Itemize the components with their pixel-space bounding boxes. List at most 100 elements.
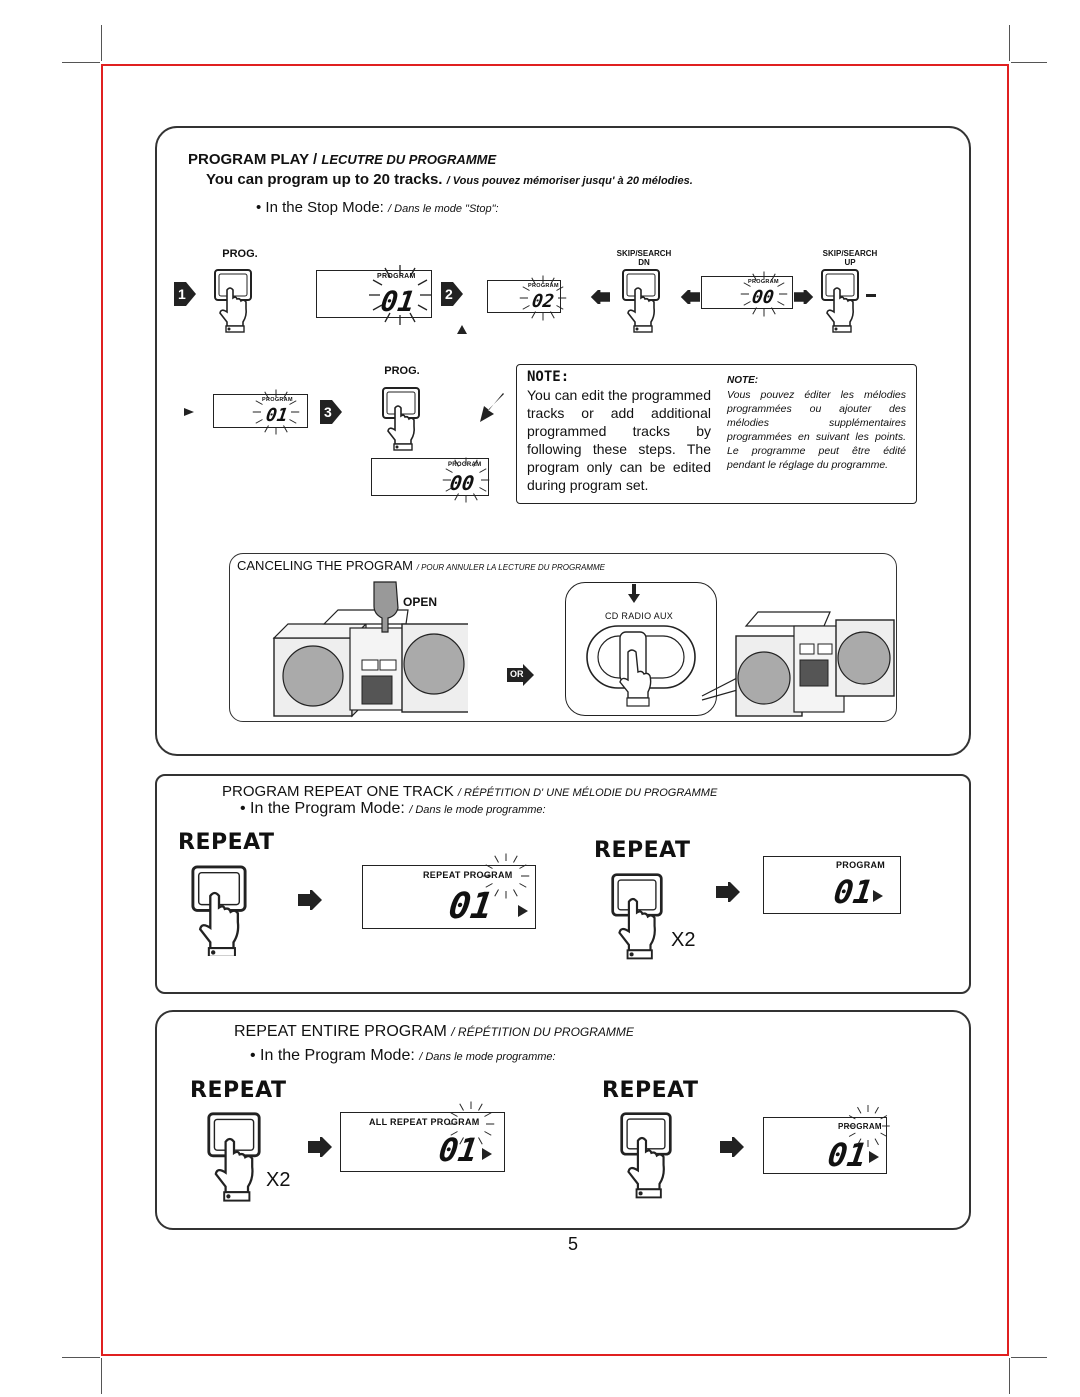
lcd-tag: ALL REPEAT PROGRAM xyxy=(369,1117,480,1127)
program-play-title: PROGRAM PLAY / LECUTRE DU PROGRAMME xyxy=(188,151,496,168)
function-switch[interactable] xyxy=(584,622,698,712)
cancel-title-fr: / POUR ANNULER LA LECTURE DU PROGRAMME xyxy=(416,563,605,572)
arrow-right-icon xyxy=(308,1137,332,1157)
triangle-pointer-icon xyxy=(184,408,194,416)
skip-search-dn-button[interactable] xyxy=(621,268,663,336)
mode-en: • In the Program Mode: xyxy=(240,800,405,817)
skip-label-line2: DN xyxy=(638,258,650,267)
or-arrow-icon xyxy=(507,664,534,686)
lcd-tag: REPEAT PROGRAM xyxy=(423,870,513,880)
lcd-display-00-b: PROGRAM 00 xyxy=(371,458,489,496)
hand-press-icon xyxy=(373,581,399,633)
play-icon xyxy=(482,1148,492,1160)
cancel-subpanel xyxy=(229,553,897,722)
program-tag: PROGRAM xyxy=(448,462,482,468)
blink-rays xyxy=(447,1101,495,1147)
blink-rays xyxy=(252,389,300,435)
blink-rays xyxy=(845,1104,891,1148)
title-fr: LECUTRE DU PROGRAMME xyxy=(321,152,497,167)
press-twice-label: X2 xyxy=(266,1169,291,1191)
lcd-program-repeat-all: PROGRAM 01 xyxy=(763,1117,887,1174)
repeat-label-2: REPEAT xyxy=(602,1078,699,1103)
note-body-fr: Vous pouvez éditer les mélodies programm… xyxy=(727,389,906,471)
arrow-down-icon xyxy=(628,584,640,603)
repeat-one-mode: • In the Program Mode: / Dans le mode pr… xyxy=(240,800,546,818)
crop-mark xyxy=(62,62,100,63)
title-en: PROGRAM PLAY / xyxy=(188,151,318,168)
repeat-button-2[interactable] xyxy=(619,1111,677,1199)
switch-label: CD RADIO AUX xyxy=(605,611,674,621)
lcd-program-repeat-one: PROGRAM 01 xyxy=(763,856,901,914)
repeat-label: REPEAT xyxy=(190,1078,287,1103)
subtitle-fr: / Vous pouvez mémoriser jusqu' à 20 mélo… xyxy=(446,175,693,187)
or-label: OR xyxy=(510,669,524,679)
title-en: PROGRAM REPEAT ONE TRACK xyxy=(222,783,454,800)
prog-button-2[interactable] xyxy=(381,386,423,454)
crop-mark xyxy=(62,1357,100,1358)
switch-detail-box xyxy=(565,582,717,716)
step-1-number: 1 xyxy=(178,286,186,302)
program-tag: PROGRAM xyxy=(377,273,416,280)
title-en: REPEAT ENTIRE PROGRAM xyxy=(234,1023,447,1040)
prog-label-2: PROG. xyxy=(384,365,420,377)
repeat-button[interactable] xyxy=(190,864,252,956)
repeat-button[interactable] xyxy=(206,1111,266,1203)
blink-rays xyxy=(482,853,530,899)
prog-button[interactable] xyxy=(213,268,255,336)
crop-mark xyxy=(101,1358,102,1394)
arrow-diagonal-icon xyxy=(480,393,504,422)
blink-rays xyxy=(442,457,490,503)
stereo-illustration-2 xyxy=(701,611,895,717)
crop-mark xyxy=(1009,25,1010,61)
arrow-left-icon xyxy=(680,290,700,304)
subtitle-en: You can program up to 20 tracks. xyxy=(206,171,443,188)
crop-mark xyxy=(1011,62,1047,63)
repeat-all-mode: • In the Program Mode: / Dans le mode pr… xyxy=(250,1047,556,1065)
repeat-one-title: PROGRAM REPEAT ONE TRACK / RÉPÉTITION D'… xyxy=(222,783,717,800)
note-body-en: You can edit the programmed tracks or ad… xyxy=(527,387,711,493)
skip-label-line2: UP xyxy=(844,258,856,267)
skip-label-line1: SKIP/SEARCH xyxy=(822,249,878,258)
lcd-tag: PROGRAM xyxy=(836,860,886,870)
crop-mark xyxy=(101,25,102,61)
title-fr: / RÉPÉTITION DU PROGRAMME xyxy=(451,1025,634,1039)
arrow-right-icon xyxy=(794,290,814,304)
skip-label-line1: SKIP/SEARCH xyxy=(616,249,672,258)
open-label: OPEN xyxy=(403,595,438,609)
lcd-tag: PROGRAM xyxy=(838,1122,882,1131)
play-icon xyxy=(873,890,883,902)
page-border xyxy=(101,64,1009,1356)
crop-mark xyxy=(1009,1358,1010,1394)
lcd-display-01-b: PROGRAM 01 xyxy=(213,394,308,428)
lcd-repeat-program: REPEAT PROGRAM 01 xyxy=(362,865,536,929)
skip-search-up-button[interactable] xyxy=(820,268,862,336)
note-title-fr: NOTE: xyxy=(727,375,759,386)
dash-mark xyxy=(866,294,876,297)
skip-dn-label: SKIP/SEARCH DN xyxy=(606,249,682,267)
arrow-left-icon xyxy=(590,290,610,304)
cancel-title-en: CANCELING THE PROGRAM xyxy=(237,558,414,573)
arrow-right-icon xyxy=(720,1137,744,1157)
lcd-all-repeat: ALL REPEAT PROGRAM 01 xyxy=(340,1112,505,1172)
play-icon xyxy=(869,1151,879,1163)
program-tag: PROGRAM xyxy=(528,283,559,289)
blink-rays xyxy=(519,275,567,321)
mode-en: • In the Program Mode: xyxy=(250,1047,415,1064)
stereo-illustration xyxy=(272,609,468,718)
program-tag: PROGRAM xyxy=(262,397,293,403)
arrow-right-icon xyxy=(298,890,322,910)
triangle-icon xyxy=(457,325,467,334)
mode-fr: / Dans le mode programme: xyxy=(419,1051,556,1063)
arrow-right-icon xyxy=(716,882,740,902)
play-icon xyxy=(518,905,528,917)
note-title-en: NOTE: xyxy=(527,369,570,385)
repeat-label-2: REPEAT xyxy=(594,838,691,863)
repeat-button-2[interactable] xyxy=(610,872,668,960)
lcd-display-02: PROGRAM 02 xyxy=(487,280,561,313)
repeat-label: REPEAT xyxy=(178,830,275,855)
step-3-number: 3 xyxy=(324,404,332,420)
press-twice-label: X2 xyxy=(671,929,696,951)
mode-fr: / Dans le mode programme: xyxy=(409,804,546,816)
mode-fr: / Dans le mode "Stop": xyxy=(388,203,499,215)
crop-mark xyxy=(1011,1357,1047,1358)
